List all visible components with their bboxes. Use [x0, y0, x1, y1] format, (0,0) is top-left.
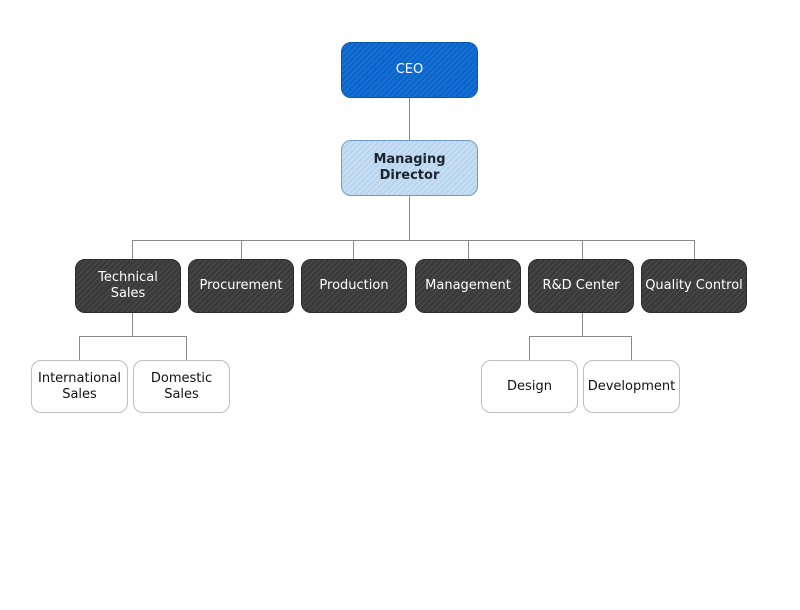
node-international-sales-label: International Sales [38, 370, 121, 402]
node-international-sales: International Sales [31, 360, 128, 413]
node-production-label: Production [319, 278, 389, 293]
node-quality-control: Quality Control [641, 259, 747, 313]
node-procurement-label: Procurement [199, 278, 283, 293]
node-technical-sales-label: Technical Sales [98, 270, 158, 301]
node-quality-control-label: Quality Control [645, 278, 743, 293]
node-procurement: Procurement [188, 259, 294, 313]
node-development-label: Development [587, 378, 676, 394]
node-ceo-label: CEO [395, 62, 424, 77]
node-rd-center-label: R&D Center [542, 278, 620, 293]
node-rd-center: R&D Center [528, 259, 634, 313]
node-management-label: Management [425, 278, 511, 293]
node-managing-director: Managing Director [341, 140, 478, 196]
node-management: Management [415, 259, 521, 313]
node-design: Design [481, 360, 578, 413]
node-ceo: CEO [341, 42, 478, 98]
node-design-label: Design [507, 378, 552, 394]
node-technical-sales: Technical Sales [75, 259, 181, 313]
node-domestic-sales-label: Domestic Sales [150, 370, 213, 402]
node-production: Production [301, 259, 407, 313]
node-development: Development [583, 360, 680, 413]
node-managing-director-label: Managing Director [373, 152, 446, 183]
node-domestic-sales: Domestic Sales [133, 360, 230, 413]
